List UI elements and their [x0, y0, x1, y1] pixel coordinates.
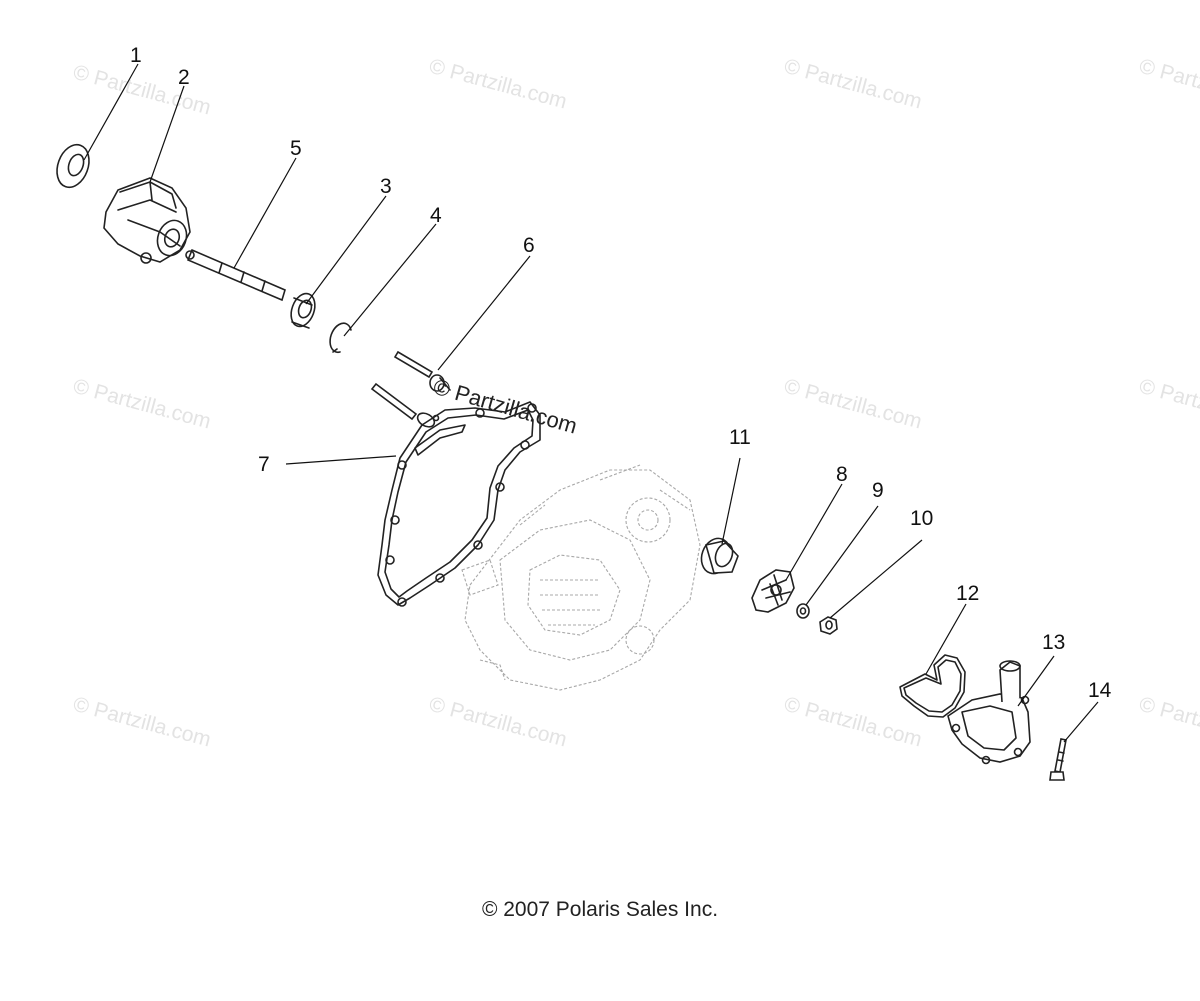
part-10-nut [819, 616, 838, 635]
crankcase [461, 464, 701, 691]
part-4-circlip [329, 322, 352, 354]
callout-5: 5 [290, 137, 302, 160]
watermark: © Partzilla.com [71, 61, 214, 120]
watermark-dark: © Partzilla.com [431, 374, 580, 439]
watermark: © Partzilla.com [427, 693, 570, 752]
callout-13: 13 [1042, 631, 1065, 654]
part-1-seal [56, 143, 90, 189]
watermark: © Partzilla.com [71, 693, 214, 752]
callout-8: 8 [836, 463, 848, 486]
callout-2: 2 [178, 66, 190, 89]
part-13-pump-cover [947, 660, 1031, 765]
watermark: © Partzilla.com [71, 375, 214, 434]
watermark: © Partzilla.com [782, 693, 925, 752]
watermark: © Partzilla.com [427, 55, 570, 114]
copyright-notice: © 2007 Polaris Sales Inc. [481, 898, 719, 921]
part-6-bolts [370, 350, 451, 428]
callout-9: 9 [872, 479, 884, 502]
part-3-bearing [290, 292, 316, 329]
callout-labels: 1 2 5 3 4 6 7 11 8 9 10 12 13 14 [130, 44, 1112, 702]
watermark: © Partzilla.com [782, 55, 925, 114]
watermark: © Partzilla.com [782, 375, 925, 434]
leader-lines [83, 63, 1099, 743]
part-2-pump-housing [103, 177, 191, 264]
part-14-bolt [1049, 738, 1067, 781]
callout-11: 11 [729, 426, 751, 449]
callout-6: 6 [523, 234, 535, 257]
watermark: © Partzilla.com [1137, 693, 1200, 752]
part-9-washer [796, 603, 810, 619]
part-12-o-ring [899, 654, 966, 718]
callout-14: 14 [1088, 679, 1112, 702]
watermark: © Partzilla.com [1137, 375, 1200, 434]
part-7-gasket [377, 401, 541, 607]
watermark: © Partzilla.com [1137, 55, 1200, 114]
callout-4: 4 [430, 204, 442, 227]
callout-1: 1 [130, 44, 142, 67]
part-11-seal [700, 537, 739, 575]
part-8-impeller [751, 569, 795, 613]
callout-10: 10 [910, 507, 933, 530]
part-5-shaft [185, 248, 286, 302]
watermark-layer: © Partzilla.com © Partzilla.com © Partzi… [71, 55, 1200, 752]
callout-3: 3 [380, 175, 392, 198]
callout-12: 12 [956, 582, 979, 605]
callout-7: 7 [258, 453, 270, 476]
